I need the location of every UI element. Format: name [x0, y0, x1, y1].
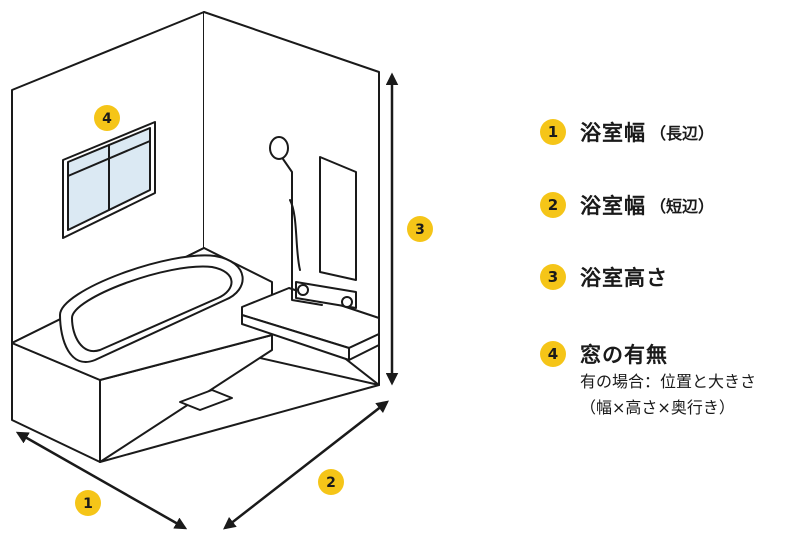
legend: 4 窓の有無 有の場合：位置と大きさ （幅×高さ×奥行き）: [540, 339, 756, 421]
faucet: [295, 281, 357, 309]
legend: 3 浴室高さ: [540, 262, 668, 292]
svg-text:2: 2: [326, 475, 336, 491]
dimension-arrow-2: [223, 400, 389, 530]
window: [62, 121, 156, 239]
counter: [241, 287, 380, 361]
legend-label: 浴室幅: [580, 121, 646, 145]
legend-label: 浴室高さ: [580, 266, 668, 290]
marker-badge-1: 1: [75, 490, 101, 516]
floor-drain: [179, 389, 233, 411]
shower: [269, 136, 323, 306]
legend-badge: 2: [540, 192, 566, 218]
legend-badge: 3: [540, 264, 566, 290]
legend-badge: 1: [540, 119, 566, 145]
legend-item-3: 3 浴室高さ: [540, 262, 668, 292]
marker-badge-3: 3: [407, 216, 433, 242]
legend-note-line-2: （幅×高さ×奥行き）: [580, 398, 735, 417]
legend: 1 浴室幅 （長辺）: [540, 117, 714, 147]
legend-item-4: 4 窓の有無: [540, 339, 756, 369]
legend-label: 浴室幅: [580, 194, 646, 218]
svg-text:1: 1: [83, 496, 93, 512]
legend-item-1: 1 浴室幅 （長辺）: [540, 117, 714, 147]
legend-item-2: 2 浴室幅 （短辺）: [540, 190, 714, 220]
legend-sublabel: （長辺）: [650, 124, 715, 143]
mirror: [319, 156, 357, 281]
marker-badge-4: 4: [94, 105, 120, 131]
svg-text:3: 3: [415, 222, 425, 238]
legend-label: 窓の有無: [580, 343, 668, 367]
dimension-arrow-1: [15, 431, 188, 530]
legend: 2 浴室幅 （短辺）: [540, 190, 714, 220]
legend-badge: 4: [540, 341, 566, 367]
marker-badge-2: 2: [318, 469, 344, 495]
legend-sublabel: （短辺）: [650, 197, 715, 216]
legend-note-line-1: 有の場合：位置と大きさ: [580, 372, 757, 391]
svg-text:4: 4: [102, 111, 112, 127]
